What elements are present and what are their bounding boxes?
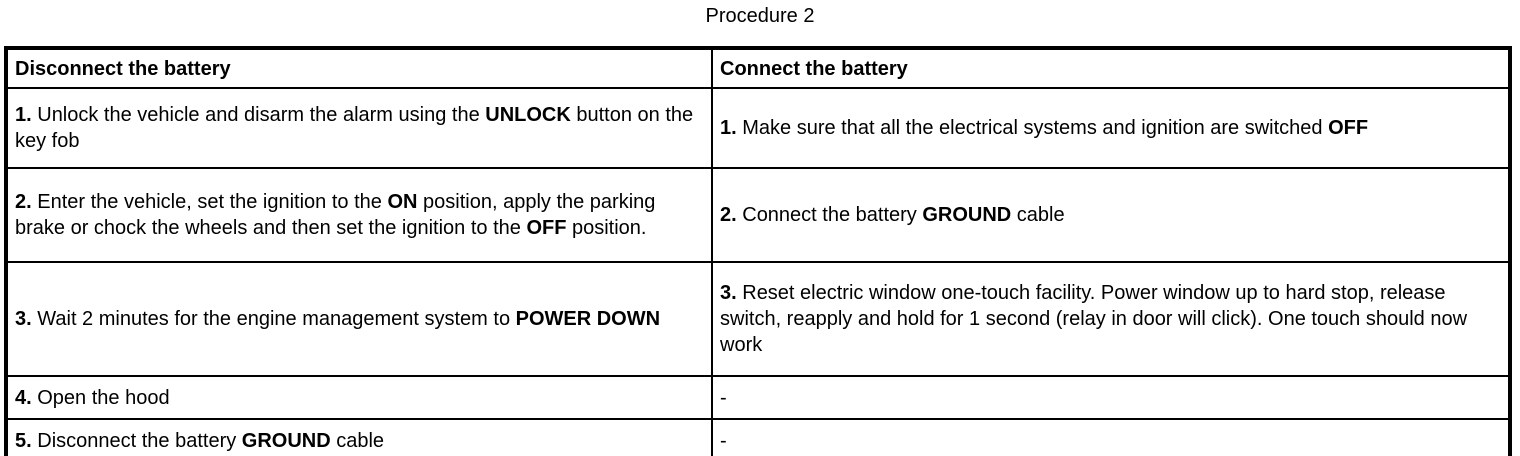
table-row: 3. Wait 2 minutes for the engine managem… [5, 261, 1511, 377]
table-cell-right: 1. Make sure that all the electrical sys… [711, 87, 1511, 169]
table-cell-right: 2. Connect the battery GROUND cable [711, 167, 1511, 263]
table-row: 5. Disconnect the battery GROUND cable- [5, 418, 1511, 456]
table-cell-left: 4. Open the hood [5, 375, 713, 420]
table-cell-left: 3. Wait 2 minutes for the engine managem… [5, 261, 713, 377]
table-cell-left: 2. Enter the vehicle, set the ignition t… [5, 167, 713, 263]
procedure-table-body: 1. Unlock the vehicle and disarm the ala… [5, 87, 1511, 456]
table-header-row: Disconnect the battery Connect the batte… [5, 47, 1511, 89]
table-cell-right: 3. Reset electric window one-touch facil… [711, 261, 1511, 377]
table-row: 4. Open the hood- [5, 375, 1511, 420]
table-cell-left: 1. Unlock the vehicle and disarm the ala… [5, 87, 713, 169]
column-header-connect: Connect the battery [711, 47, 1511, 89]
column-header-disconnect: Disconnect the battery [5, 47, 713, 89]
table-row: 2. Enter the vehicle, set the ignition t… [5, 167, 1511, 263]
table-cell-left: 5. Disconnect the battery GROUND cable [5, 418, 713, 456]
table-cell-right: - [711, 418, 1511, 456]
table-row: 1. Unlock the vehicle and disarm the ala… [5, 87, 1511, 169]
procedure-table: Disconnect the battery Connect the batte… [4, 46, 1512, 456]
table-cell-right: - [711, 375, 1511, 420]
page-title: Procedure 2 [705, 5, 815, 27]
